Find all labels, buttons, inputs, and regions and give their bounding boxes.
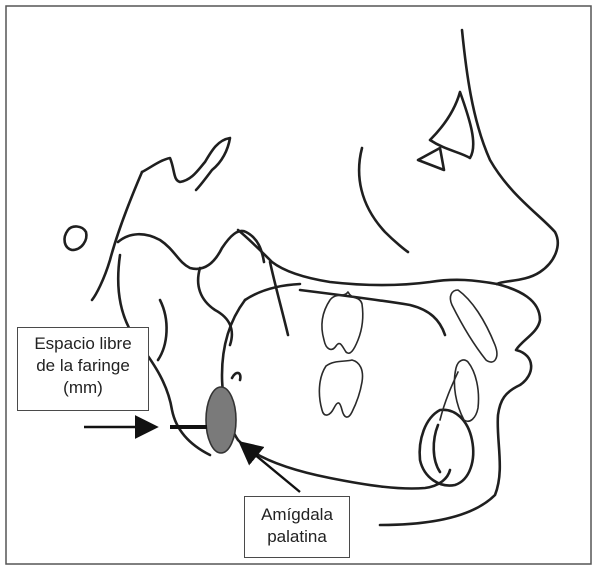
palatine-tonsil-label: Amígdala palatina [244, 496, 350, 558]
pharynx-label-line-1: Espacio libre [18, 333, 148, 355]
tonsil-label-line-2: palatina [245, 526, 349, 548]
tonsil-label-line-1: Amígdala [245, 504, 349, 526]
pharynx-space-label: Espacio libre de la faringe (mm) [17, 327, 149, 411]
palatine-tonsil-shape [206, 387, 236, 453]
pharynx-label-line-2: de la faringe [18, 355, 148, 377]
pharynx-label-line-3: (mm) [18, 377, 148, 399]
